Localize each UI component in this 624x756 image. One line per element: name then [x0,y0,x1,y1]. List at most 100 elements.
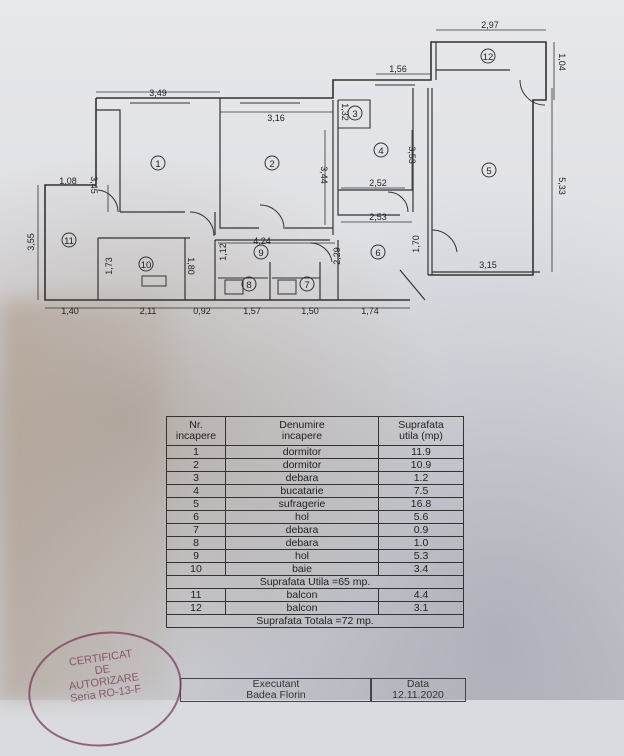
date-value: 12.11.2020 [392,689,444,701]
dim-label: 1,32 [340,103,350,121]
room-number-11: 11 [64,236,74,247]
column-header-area: Suprafata utila (mp) [378,416,464,446]
column-header-nr: Nr. incapere [166,416,226,446]
outer-wall-top-right [96,41,547,276]
cell-nr: 7 [166,523,226,537]
rooms-table: Nr. incapere Denumire incapere Suprafata… [166,416,464,628]
dim-label: 3,53 [407,146,417,164]
cell-nr: 12 [166,601,226,615]
total-area-row: Suprafata Totala =72 mp. [166,614,464,628]
cell-area: 10.9 [378,458,464,472]
room-number-12: 12 [483,52,494,63]
room-number-3: 3 [352,109,357,120]
cell-nr: 11 [166,588,226,602]
cell-nr: 9 [166,549,226,563]
cell-nr: 8 [166,536,226,550]
dim-label: 2,11 [140,306,157,316]
room-number-10: 10 [141,260,152,271]
room-number-7: 7 [304,280,309,291]
cell-name: dormitor [225,458,379,472]
dim-label: 3,15 [479,260,497,270]
cell-nr: 2 [166,458,226,472]
cell-area: 4.4 [378,588,464,602]
cell-name: debara [225,523,379,537]
table-header-row: Nr. incapere Denumire incapere Suprafata… [166,416,464,446]
dim-label: 1,50 [301,306,319,316]
room-number-9: 9 [258,248,263,259]
dim-label: 1,04 [557,53,567,71]
dim-label: 2,97 [481,20,499,30]
dim-label: 4,24 [253,236,271,246]
room-number-4: 4 [378,146,383,157]
cell-area: 7.5 [378,484,464,498]
dim-label: 1,56 [389,64,407,74]
room-number-5: 5 [486,166,491,177]
column-header-name: Denumire incapere [225,416,379,446]
dim-label: 3,55 [26,233,36,251]
dim-label: 1,40 [61,306,79,316]
cell-nr: 6 [166,510,226,524]
cell-area: 1.0 [378,536,464,550]
cell-area: 3.1 [378,601,464,615]
dim-label: 3,16 [267,113,285,123]
dim-label: 1,08 [59,176,77,186]
cell-name: sufragerie [225,497,379,511]
cell-name: hol [225,549,379,563]
executant-name: Badea Florin [246,689,306,701]
dim-label: 0,92 [193,306,211,316]
cell-nr: 1 [166,445,226,459]
cell-nr: 3 [166,471,226,485]
dim-label: 3,44 [319,166,329,184]
cell-area: 5.3 [378,549,464,563]
dim-label: 3,49 [149,88,167,98]
cell-nr: 10 [166,562,226,576]
cell-name: bucatarie [225,484,379,498]
executant-label: Executant [252,678,300,690]
cell-name: balcon [225,601,379,615]
total-area: Suprafata Totala =72 mp. [166,614,464,628]
dim-label: 1,70 [411,235,421,253]
room-number-2: 2 [269,159,274,170]
cell-name: debara [225,471,379,485]
useful-area-total: Suprafata Utila =65 mp. [166,575,464,589]
useful-area-row: Suprafata Utila =65 mp. [166,575,464,589]
cell-name: baie [225,562,379,576]
cell-nr: 5 [166,497,226,511]
executant-box: Executant Badea Florin [180,678,372,702]
cell-area: 3.4 [378,562,464,576]
dim-label: 2,29 [332,247,342,265]
cell-name: dormitor [225,445,379,459]
cell-name: hol [225,510,379,524]
cell-nr: 4 [166,484,226,498]
executant-block: Executant Badea Florin Data 12.11.2020 [180,678,480,702]
cell-area: 0.9 [378,523,464,537]
cell-area: 16.8 [378,497,464,511]
cell-name: debara [225,536,379,550]
room-number-8: 8 [246,280,251,291]
room-number-1: 1 [155,159,160,170]
dim-label: 5,33 [557,177,567,195]
hand-shadow [0,300,170,700]
date-label: Data [406,678,430,690]
dim-label: 2,52 [369,178,387,188]
room-number-6: 6 [375,248,380,259]
dim-label: 1,57 [243,306,261,316]
cell-area: 1.2 [378,471,464,485]
floor-plan: 1 2 3 4 5 6 7 8 9 10 11 12 3,49 3,16 1,5… [26,20,567,316]
cell-name: balcon [225,588,379,602]
dim-label: 3,45 [89,176,99,194]
date-box: Data 12.11.2020 [370,678,466,702]
dim-label: 1,80 [186,257,196,275]
cell-area: 5.6 [378,510,464,524]
dim-label: 2,53 [369,212,387,222]
